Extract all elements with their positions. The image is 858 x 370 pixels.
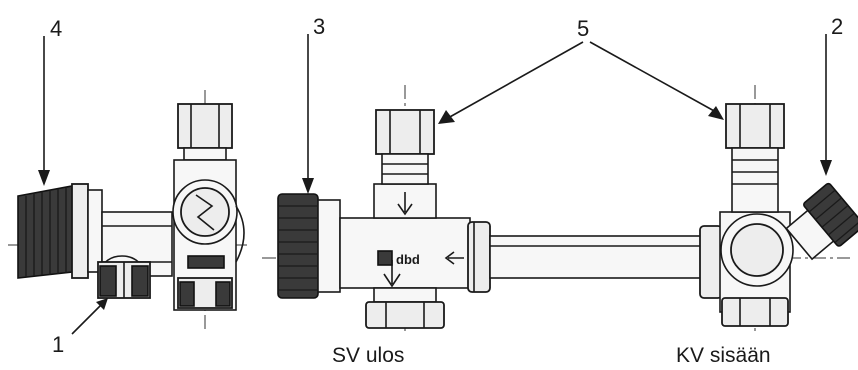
callout-1: 1 <box>52 332 64 357</box>
valve-mark-text: dbd <box>396 252 420 267</box>
caption-kv-sisaan: KV sisään <box>676 344 771 367</box>
caption-sv-ulos: SV ulos <box>332 344 404 367</box>
callout-5: 5 <box>577 16 589 41</box>
part-4-ribbed-cap <box>17 183 103 279</box>
right-valve-group: dbd <box>262 85 858 335</box>
callout-3: 3 <box>313 14 325 39</box>
part-1-outlet-nut <box>97 261 151 299</box>
callout-2: 2 <box>831 14 843 39</box>
part-2-angled-cap <box>785 182 858 261</box>
leader-lines <box>38 34 832 335</box>
left-valve-group <box>8 90 250 330</box>
part-3-handwheel <box>277 193 341 299</box>
callout-4: 4 <box>50 16 62 41</box>
